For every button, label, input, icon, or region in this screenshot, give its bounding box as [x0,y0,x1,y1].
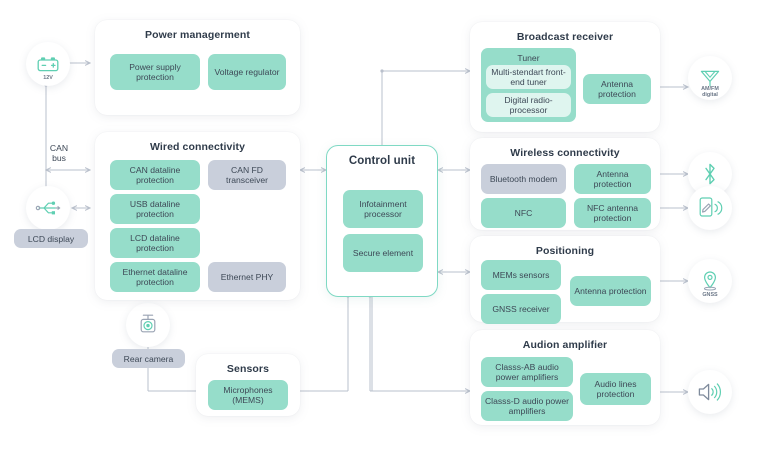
block-power-supply-protection[interactable]: Power supply protection [110,54,200,90]
usb-icon [35,199,61,217]
block-can-fd-transceiver[interactable]: CAN FD transceiver [208,160,286,190]
block-multi-standard-front-end-tuner[interactable]: Multi-stendart front-end tuner [486,65,571,89]
block-bluetooth-modem[interactable]: Bluetooth modem [481,164,566,194]
block-ethernet-phy[interactable]: Ethernet PHY [208,262,286,292]
amfm-digital-caption: AM/FM digital [701,86,719,99]
bluetooth-icon [701,162,719,186]
panel-audio-amplifier: Audion amplifier Classs-AB audio power a… [470,330,660,425]
panel-control-unit: Control unit Infotainment processor Secu… [326,145,438,297]
block-positioning-antenna-protection[interactable]: Antenna protection [570,276,651,306]
panel-positioning: Positioning MEMs sensors GNSS receiver A… [470,236,660,324]
block-class-d-audio-power-amplifiers[interactable]: Classs-D audio power amplifiers [481,391,573,421]
panel-wired-connectivity: Wired connectivity CAN dataline protecti… [95,132,300,300]
pill-rear-camera[interactable]: Rear camera [112,349,185,368]
annotation-can-bus: CAN bus [38,143,80,164]
block-microphones-mems[interactable]: Microphones (MEMS) [208,380,288,410]
block-usb-dataline-protection[interactable]: USB dataline protection [110,194,200,224]
broadcast-receiver-title: Broadcast receiver [516,31,614,43]
block-broadcast-antenna-protection[interactable]: Antenna protection [583,74,651,104]
tuner-label: Tuner [517,53,540,63]
can-bus-line1: CAN [49,143,69,153]
block-mems-sensors[interactable]: MEMs sensors [481,260,561,290]
gnss-caption: GNSS [702,292,718,299]
panel-wireless-connectivity: Wireless connectivity Bluetooth modem An… [470,138,660,230]
can-bus-line2: bus [52,153,66,164]
rear-camera-label: Rear camera [123,353,174,364]
block-can-dataline-protection[interactable]: CAN dataline protection [110,160,200,190]
wireless-connectivity-title: Wireless connectivity [510,147,620,159]
camera-icon [138,314,158,336]
map-pin-icon [701,270,719,292]
sensors-title: Sensors [226,363,270,375]
node-usb-lcd[interactable] [26,186,70,230]
block-secure-element[interactable]: Secure element [343,234,423,272]
wired-connectivity-title: Wired connectivity [149,141,246,153]
power-management-title: Power managerment [145,29,250,41]
nfc-phone-tap-icon [697,196,723,220]
block-nfc[interactable]: NFC [481,198,566,228]
block-voltage-regulator[interactable]: Voltage regulator [208,54,286,90]
control-unit-title: Control unit [348,155,416,167]
panel-power-management: Power managerment Power supply protectio… [95,20,300,115]
block-gnss-receiver[interactable]: GNSS receiver [481,294,561,324]
panel-broadcast-receiver: Broadcast receiver Tuner Multi-stendart … [470,22,660,132]
block-lcd-dataline-protection[interactable]: LCD dataline protection [110,228,200,258]
block-ethernet-dataline-protection[interactable]: Ethernet dataline protection [110,262,200,292]
node-amfm-digital[interactable]: AM/FM digital [688,56,732,100]
lcd-display-label: LCD display [27,233,75,244]
node-gnss[interactable]: GNSS [688,259,732,303]
positioning-title: Positioning [535,245,595,257]
node-rear-camera[interactable] [126,303,170,347]
node-nfc-tap[interactable] [688,186,732,230]
node-battery-12v[interactable]: 12V [26,42,70,86]
antenna-icon [699,68,721,88]
block-wireless-antenna-protection[interactable]: Antenna protection [574,164,651,194]
block-audio-lines-protection[interactable]: Audio lines protection [580,373,651,405]
battery-icon [37,56,59,72]
speaker-icon [697,382,723,402]
audio-amplifier-title: Audion amplifier [522,339,608,351]
node-speaker[interactable] [688,370,732,414]
subgroup-tuner: Tuner Multi-stendart front-end tuner Dig… [481,48,576,122]
block-digital-radio-processor[interactable]: Digital radio-processor [486,93,571,117]
pill-lcd-display[interactable]: LCD display [14,229,88,248]
block-nfc-antenna-protection[interactable]: NFC antenna protection [574,198,651,228]
panel-sensors: Sensors Microphones (MEMS) [196,354,300,416]
block-infotainment-processor[interactable]: Infotainment processor [343,190,423,228]
battery-caption: 12V [43,75,53,82]
block-class-ab-audio-power-amplifiers[interactable]: Classs-AB audio power amplifiers [481,357,573,387]
